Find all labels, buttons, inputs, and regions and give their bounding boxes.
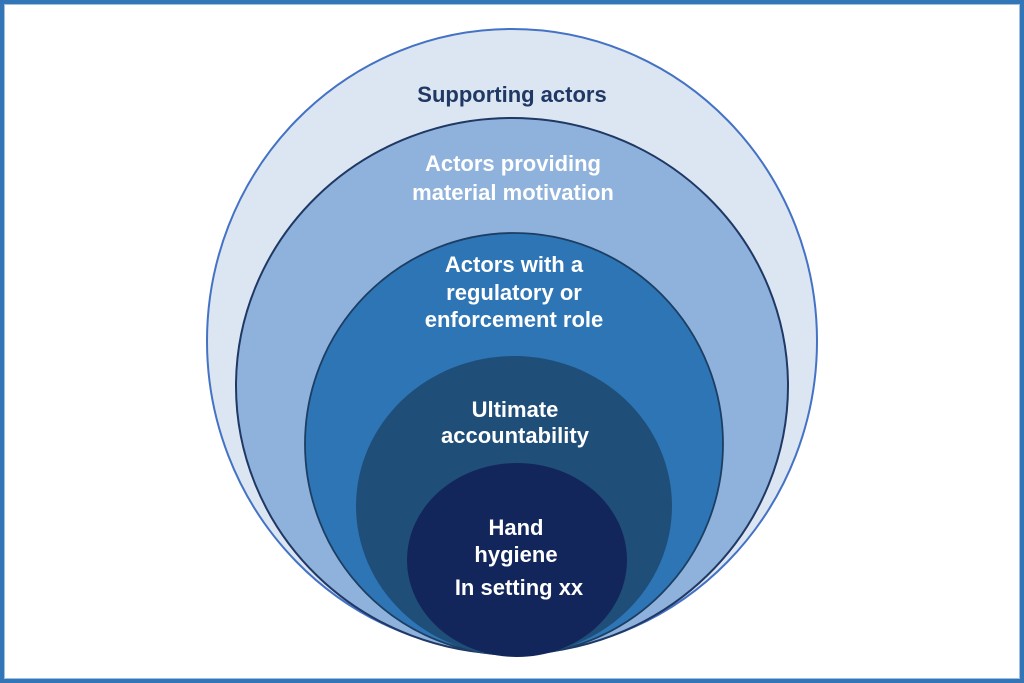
label-ultimate-accountability-line-1: Ultimate [472,397,559,422]
label-regulatory-enforcement-line-2: regulatory or [446,280,582,305]
ring-hand-hygiene [407,463,627,657]
label-material-motivation-line-1: Actors providing [425,151,601,176]
label-supporting-actors: Supporting actors [417,82,606,107]
label-hand-hygiene-line-1: Hand [489,515,544,540]
label-material-motivation-line-2: material motivation [412,180,614,205]
label-regulatory-enforcement-line-3: enforcement role [425,307,604,332]
label-ultimate-accountability-line-2: accountability [441,423,590,448]
label-regulatory-enforcement-line-1: Actors with a [445,252,584,277]
label-hand-hygiene-setting: In setting xx [455,575,584,600]
label-hand-hygiene-line-2: hygiene [474,542,557,567]
